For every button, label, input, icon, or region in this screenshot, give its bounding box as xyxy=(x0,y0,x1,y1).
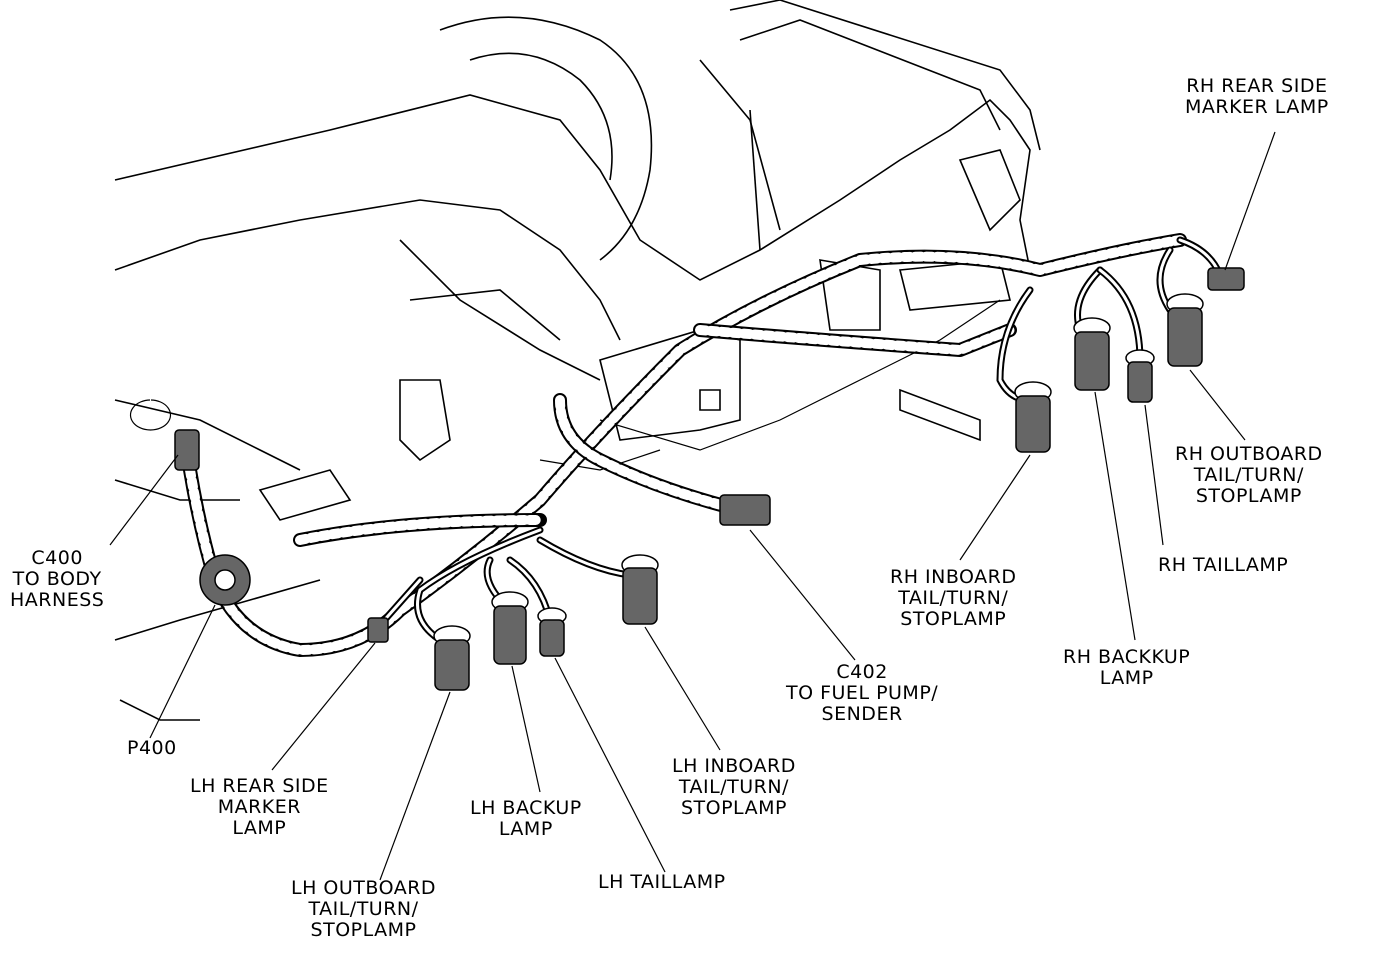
label-rh-backup-lamp: RH BACKKUP LAMP xyxy=(1063,646,1191,689)
label-rh-outboard-tail-turn-stoplamp: RH OUTBOARD TAIL/TURN/ STOPLAMP xyxy=(1175,443,1323,507)
label-rh-inboard-tail-turn-stoplamp: RH INBOARD TAIL/TURN/ STOPLAMP xyxy=(890,566,1017,630)
socket-rh-rear-side-marker xyxy=(1207,267,1245,291)
connector-p400 xyxy=(199,554,251,606)
connector-c400 xyxy=(174,429,200,471)
socket-rh-inboard xyxy=(1014,381,1052,453)
main-harness xyxy=(183,233,1187,657)
label-rh-rear-side-marker-lamp: RH REAR SIDE MARKER LAMP xyxy=(1185,75,1329,118)
socket-lh-outboard xyxy=(433,625,471,691)
label-lh-rear-side-marker-lamp: LH REAR SIDE MARKER LAMP xyxy=(190,775,329,839)
label-c400-to-body-harness: C400 TO BODY HARNESS xyxy=(10,547,105,611)
label-rh-taillamp: RH TAILLAMP xyxy=(1158,554,1289,576)
socket-lh-taillamp xyxy=(537,607,567,657)
label-lh-outboard-tail-turn-stoplamp: LH OUTBOARD TAIL/TURN/ STOPLAMP xyxy=(291,877,437,941)
label-c402-to-fuel-pump-sender: C402 TO FUEL PUMP/ SENDER xyxy=(786,661,939,725)
socket-rh-outboard xyxy=(1166,293,1204,367)
label-lh-taillamp: LH TAILLAMP xyxy=(598,871,726,893)
connector-c402 xyxy=(719,494,771,526)
socket-lh-inboard xyxy=(621,554,659,625)
socket-rh-taillamp xyxy=(1125,349,1155,403)
label-lh-backup-lamp: LH BACKUP LAMP xyxy=(470,797,582,840)
label-lh-inboard-tail-turn-stoplamp: LH INBOARD TAIL/TURN/ STOPLAMP xyxy=(672,755,796,819)
label-p400: P400 xyxy=(127,737,177,759)
vehicle-body-outline xyxy=(114,0,1041,721)
socket-lh-rear-side-marker xyxy=(367,617,389,643)
socket-rh-backup xyxy=(1073,317,1111,391)
socket-lh-backup xyxy=(491,591,529,665)
leader-lines xyxy=(109,131,1276,881)
